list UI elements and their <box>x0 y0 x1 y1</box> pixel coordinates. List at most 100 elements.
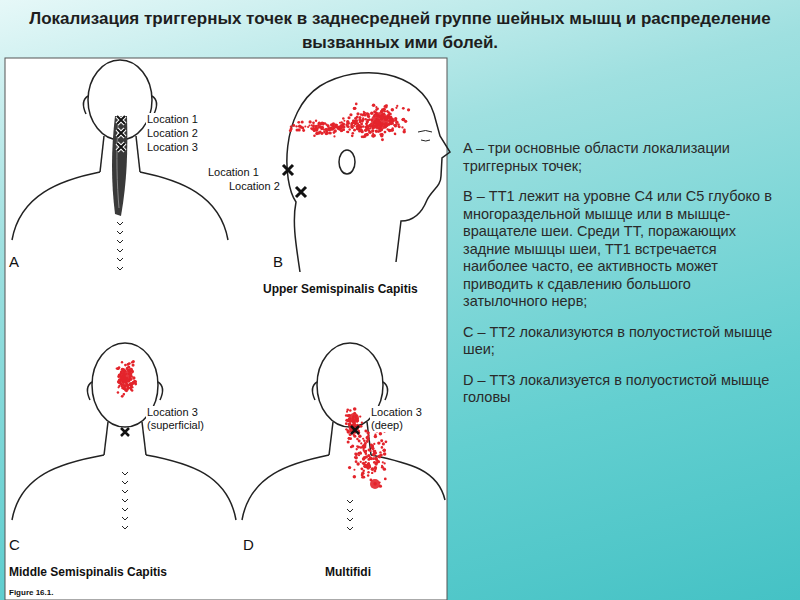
pain-dot <box>381 466 384 469</box>
pain-dot <box>345 124 347 126</box>
location-label: Location 2 <box>146 127 199 140</box>
pain-dot <box>384 110 386 112</box>
pain-dot <box>134 380 138 384</box>
pain-dot <box>116 367 118 369</box>
pain-dot <box>347 131 350 134</box>
pain-dot <box>352 132 355 135</box>
pain-dot <box>371 447 374 450</box>
pain-dot <box>326 132 329 135</box>
pain-dot <box>295 125 297 127</box>
panel-caption: Upper Semispinalis Capitis <box>263 282 418 296</box>
pain-dot <box>338 126 342 130</box>
pain-dot <box>364 444 366 446</box>
pain-dot <box>394 133 397 136</box>
pain-dot <box>320 132 323 135</box>
pain-dot <box>132 376 135 379</box>
pain-dot <box>367 474 369 476</box>
pain-dot <box>289 129 292 132</box>
pain-dot <box>117 367 120 370</box>
pain-center <box>371 112 389 130</box>
pain-dot <box>385 440 388 443</box>
pain-dot <box>304 125 306 127</box>
pain-dot <box>129 387 132 390</box>
muscle-shape <box>112 116 127 216</box>
pain-dot <box>367 115 370 118</box>
pain-dot <box>402 107 405 110</box>
panel-letter: C <box>9 537 20 553</box>
pain-dot <box>353 407 357 411</box>
pain-dot <box>367 434 369 436</box>
pain-dot <box>401 126 403 128</box>
pain-dot <box>362 438 364 440</box>
pain-dot <box>391 129 394 132</box>
pain-dot <box>396 121 399 124</box>
pain-dot <box>343 120 345 122</box>
trigger-point-marks <box>117 116 359 436</box>
pain-dot <box>353 129 356 132</box>
pain-dot <box>403 130 406 133</box>
pain-dot <box>382 442 385 445</box>
pain-dot <box>384 478 387 481</box>
pain-dot <box>348 466 351 469</box>
pain-dot <box>362 125 365 128</box>
pain-dot <box>359 415 361 417</box>
pain-dot <box>123 393 125 395</box>
pain-dot <box>368 449 371 452</box>
pain-dot <box>375 108 378 111</box>
pain-dot <box>309 120 312 123</box>
pain-dot <box>396 105 398 107</box>
location-label: Location 3 <box>146 141 199 154</box>
pain-dot <box>356 115 359 118</box>
pain-dot <box>315 120 317 122</box>
pain-dot <box>358 440 361 443</box>
pain-dot <box>371 129 374 132</box>
pain-dot <box>331 127 334 130</box>
pain-dot <box>360 113 363 116</box>
pain-dot <box>384 104 387 107</box>
pain-dot <box>348 424 351 427</box>
pain-dot <box>395 121 398 124</box>
slide-title: Локализация триггерных точек в заднесред… <box>20 7 780 55</box>
pain-dot <box>347 441 350 444</box>
panel-letter: B <box>273 254 283 270</box>
pain-dot <box>372 133 374 135</box>
pain-dot <box>301 120 304 123</box>
pain-dot <box>346 131 348 133</box>
pain-dot <box>360 467 363 470</box>
pain-dot <box>356 448 358 450</box>
anatomy-outlines <box>12 60 450 530</box>
pain-dot <box>356 462 359 465</box>
pain-dot <box>358 454 360 456</box>
pain-dot <box>354 456 358 460</box>
pain-dot <box>371 130 374 133</box>
panel-caption: Middle Semispinalis Capitis <box>9 565 167 579</box>
pain-dot <box>347 116 350 119</box>
description-text: D – ТТ3 локализуется в полуостистой мышц… <box>463 372 778 407</box>
pain-dot <box>367 454 370 457</box>
pain-dot <box>356 445 358 447</box>
pain-dot <box>363 449 365 451</box>
pain-dot <box>351 135 354 138</box>
pain-dot <box>315 127 317 129</box>
pain-dot <box>373 110 376 113</box>
pain-dot <box>295 128 298 131</box>
pain-dot <box>377 460 380 463</box>
pain-dot <box>133 380 135 382</box>
pain-dot <box>374 450 376 452</box>
pain-dot <box>360 442 362 444</box>
pain-dot <box>362 118 365 121</box>
pain-dot <box>308 125 310 127</box>
pain-dot <box>402 118 405 121</box>
pain-dot <box>315 132 318 135</box>
pain-dot <box>402 118 406 122</box>
pain-dot <box>392 120 395 123</box>
pain-dot <box>407 108 410 111</box>
pain-dot <box>394 117 397 120</box>
pain-dot <box>331 128 333 130</box>
pain-dot <box>131 371 134 374</box>
pain-center <box>349 413 359 423</box>
pain-dot <box>362 470 365 473</box>
pain-dot <box>394 124 397 127</box>
